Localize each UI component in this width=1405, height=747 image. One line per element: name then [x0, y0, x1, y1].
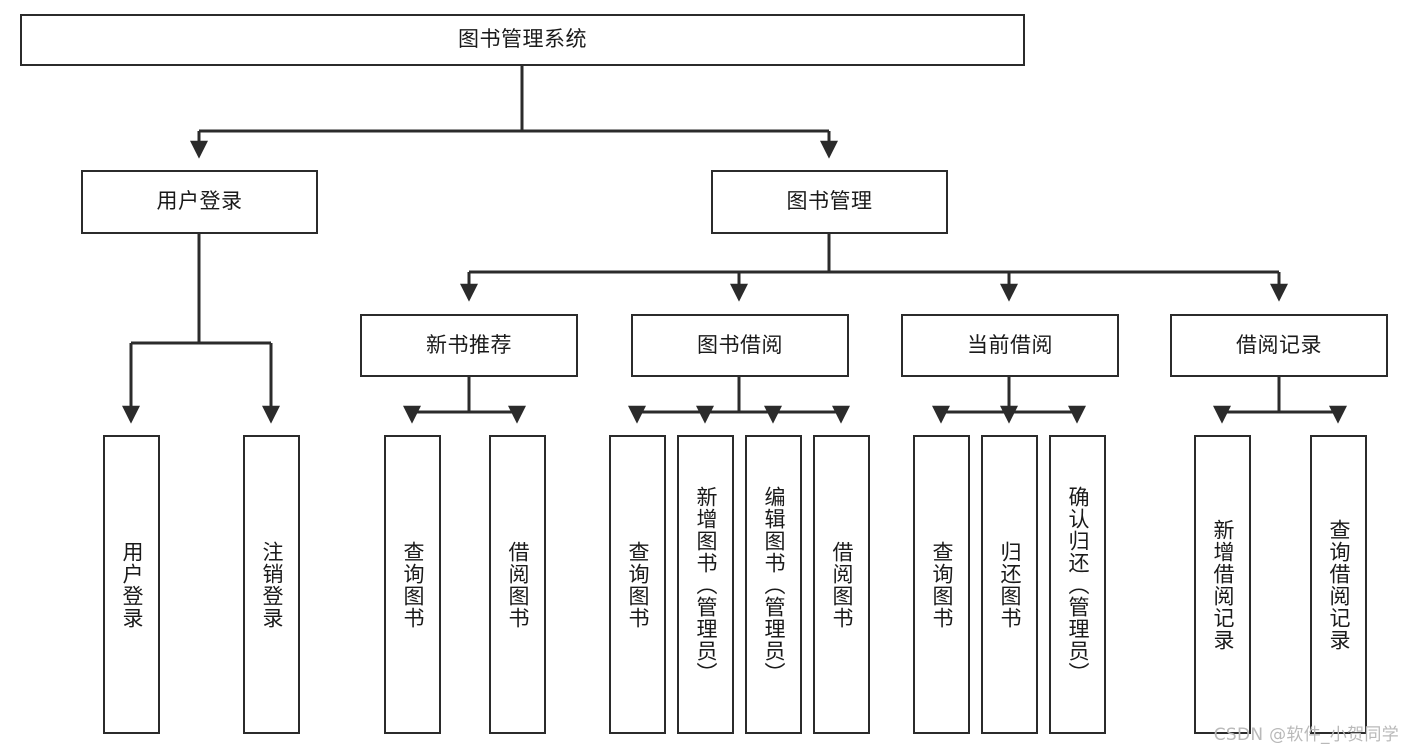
node-leaf-query-record-label: 查询借阅记录 [1326, 518, 1351, 651]
node-book-manage-label: 图书管理 [786, 189, 873, 214]
node-leaf-query-record[interactable]: 查询借阅记录 [1310, 435, 1367, 734]
node-new-book-recommend[interactable]: 新书推荐 [360, 314, 578, 377]
node-leaf-edit-book-label: 编辑图书（管理员） [761, 485, 786, 684]
node-leaf-borrow-book-1[interactable]: 借阅图书 [489, 435, 546, 734]
node-leaf-query-book-3[interactable]: 查询图书 [913, 435, 970, 734]
node-leaf-add-record-label: 新增借阅记录 [1210, 518, 1235, 651]
node-user-login[interactable]: 用户登录 [81, 170, 318, 234]
node-leaf-return-book[interactable]: 归还图书 [981, 435, 1038, 734]
node-leaf-user-login-label: 用户登录 [119, 540, 144, 629]
node-user-login-label: 用户登录 [156, 189, 243, 214]
node-leaf-confirm-return[interactable]: 确认归还（管理员） [1049, 435, 1106, 734]
node-leaf-user-login[interactable]: 用户登录 [103, 435, 160, 734]
node-borrow-record[interactable]: 借阅记录 [1170, 314, 1388, 377]
node-leaf-borrow-book-1-label: 借阅图书 [505, 540, 530, 629]
node-current-borrow[interactable]: 当前借阅 [901, 314, 1119, 377]
node-leaf-add-book[interactable]: 新增图书（管理员） [677, 435, 734, 734]
node-root[interactable]: 图书管理系统 [20, 14, 1025, 66]
node-leaf-query-book-2[interactable]: 查询图书 [609, 435, 666, 734]
node-book-manage[interactable]: 图书管理 [711, 170, 948, 234]
node-book-borrow-label: 图书借阅 [697, 332, 783, 357]
node-new-book-recommend-label: 新书推荐 [426, 332, 512, 357]
node-leaf-logout-login-label: 注销登录 [259, 540, 284, 629]
node-leaf-borrow-book-2-label: 借阅图书 [829, 540, 854, 629]
node-leaf-query-book-3-label: 查询图书 [929, 540, 954, 629]
node-leaf-return-book-label: 归还图书 [997, 540, 1022, 629]
node-root-label: 图书管理系统 [458, 27, 587, 52]
node-leaf-logout-login[interactable]: 注销登录 [243, 435, 300, 734]
node-leaf-add-book-label: 新增图书（管理员） [693, 485, 718, 684]
node-leaf-query-book-1[interactable]: 查询图书 [384, 435, 441, 734]
watermark-text: CSDN @软件_小贺同学 [1213, 725, 1399, 745]
node-leaf-query-book-1-label: 查询图书 [400, 540, 425, 629]
node-leaf-add-record[interactable]: 新增借阅记录 [1194, 435, 1251, 734]
node-book-borrow[interactable]: 图书借阅 [631, 314, 849, 377]
node-borrow-record-label: 借阅记录 [1236, 332, 1322, 357]
node-current-borrow-label: 当前借阅 [967, 332, 1053, 357]
node-leaf-confirm-return-label: 确认归还（管理员） [1065, 485, 1090, 684]
node-leaf-edit-book[interactable]: 编辑图书（管理员） [745, 435, 802, 734]
node-leaf-borrow-book-2[interactable]: 借阅图书 [813, 435, 870, 734]
node-leaf-query-book-2-label: 查询图书 [625, 540, 650, 629]
